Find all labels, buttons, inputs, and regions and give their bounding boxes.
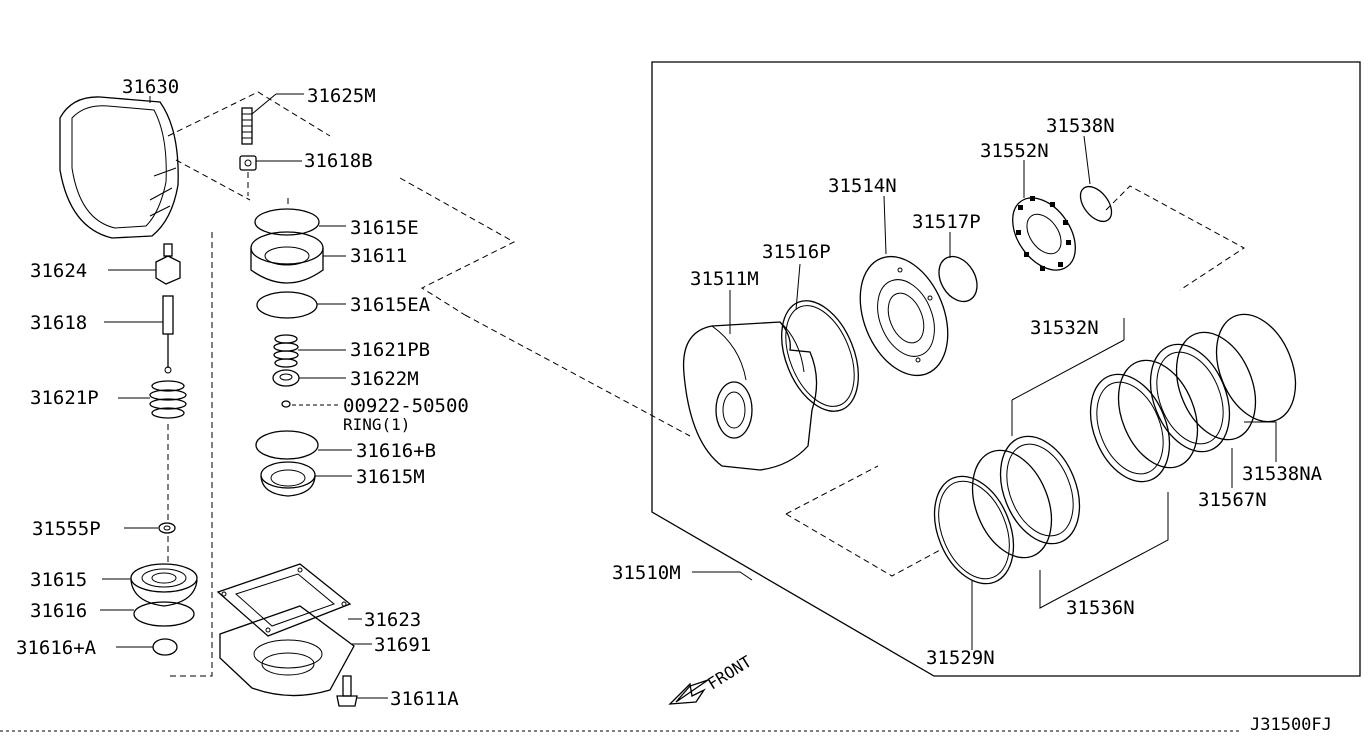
- label-31621PB: 31621PB: [350, 339, 430, 361]
- label-31615E: 31615E: [350, 217, 419, 239]
- label-31615EA: 31615EA: [350, 294, 431, 316]
- piston-31615[interactable]: [102, 563, 198, 607]
- label-31510M: 31510M: [612, 562, 681, 584]
- label-31616B: 31616+B: [356, 440, 436, 462]
- label-31625M: 31625M: [307, 85, 376, 107]
- clutch-plates-31567N[interactable]: [1136, 321, 1271, 464]
- piston-assembly-31611[interactable]: [250, 208, 346, 319]
- label-31538N: 31538N: [1046, 115, 1115, 137]
- ring-31516P[interactable]: [767, 289, 874, 422]
- front-label: FRONT: [704, 652, 755, 694]
- label-31615M: 31615M: [356, 466, 425, 488]
- part-31624[interactable]: [108, 243, 181, 285]
- diagram-id: J31500FJ: [1250, 715, 1332, 735]
- seal-31616[interactable]: [100, 601, 195, 627]
- label-31555P: 31555P: [32, 518, 101, 540]
- label-31615: 31615: [30, 569, 87, 591]
- label-31691: 31691: [374, 634, 431, 656]
- label-31517P: 31517P: [912, 211, 981, 233]
- snap-ring-31529N[interactable]: [920, 465, 1029, 596]
- label-31611A: 31611A: [390, 688, 459, 710]
- front-arrow-icon: [668, 679, 709, 705]
- spring-31621PB[interactable]: [273, 334, 346, 368]
- bolt-31611A[interactable]: [336, 675, 388, 707]
- drum-31511M[interactable]: [682, 321, 818, 471]
- label-31630: 31630: [122, 76, 179, 98]
- label-31616A: 31616+A: [16, 637, 97, 659]
- spring-31621P[interactable]: [118, 380, 187, 419]
- label-31511M: 31511M: [690, 268, 759, 290]
- label-31529N: 31529N: [926, 647, 995, 669]
- label-31618: 31618: [30, 312, 87, 334]
- piston-31615M[interactable]: [260, 461, 352, 497]
- label-31622M: 31622M: [350, 368, 419, 390]
- label-31514N: 31514N: [828, 175, 897, 197]
- label-31621P: 31621P: [30, 387, 99, 409]
- label-31623: 31623: [364, 609, 421, 631]
- ring-31517P[interactable]: [931, 250, 984, 309]
- band-31630[interactable]: [59, 96, 179, 239]
- plate-31514N[interactable]: [844, 244, 965, 389]
- label-31624: 31624: [30, 260, 87, 282]
- label-00922-50500: 00922-50500: [343, 395, 469, 417]
- label-31611: 31611: [350, 245, 407, 267]
- retainer-31552N[interactable]: [1000, 186, 1088, 281]
- label-31538NA: 31538NA: [1242, 463, 1323, 485]
- label-ring-qty: RING(1): [343, 415, 410, 434]
- label-31516P: 31516P: [762, 241, 831, 263]
- label-31616: 31616: [30, 600, 87, 622]
- gasket-31623[interactable]: [216, 563, 362, 637]
- clutch-plates-31536N[interactable]: [958, 349, 1213, 570]
- label-31567N: 31567N: [1198, 489, 1267, 511]
- seal-31616B[interactable]: [255, 430, 352, 460]
- assembly-frame-31510M: [651, 61, 1361, 677]
- label-31618B: 31618B: [304, 150, 373, 172]
- washer-31555P[interactable]: [124, 522, 176, 534]
- stud-31625M[interactable]: [241, 93, 304, 145]
- rod-31618[interactable]: [104, 295, 174, 374]
- label-31532N: 31532N: [1030, 317, 1099, 339]
- ring-00922-50500[interactable]: [281, 400, 340, 408]
- label-31536N: 31536N: [1066, 597, 1135, 619]
- snap-ring-31538NA[interactable]: [1202, 303, 1311, 434]
- part-31622M[interactable]: [272, 369, 346, 387]
- label-31552N: 31552N: [980, 140, 1049, 162]
- nut-31618B[interactable]: [239, 155, 302, 171]
- snap-ring-31538N[interactable]: [1074, 181, 1118, 227]
- cover-31691[interactable]: [219, 605, 372, 697]
- seal-31616A[interactable]: [116, 638, 178, 656]
